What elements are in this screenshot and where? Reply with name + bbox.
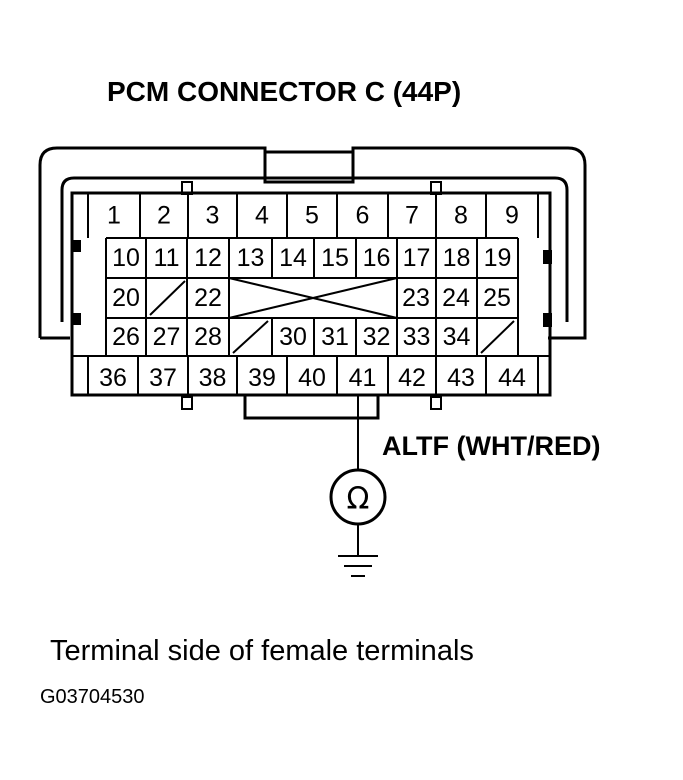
terminal-39: 39 xyxy=(248,364,276,392)
terminal-34: 34 xyxy=(443,323,471,351)
terminal-14: 14 xyxy=(279,244,307,272)
terminal-7: 7 xyxy=(405,202,419,230)
terminal-15: 15 xyxy=(321,244,349,272)
terminal-28: 28 xyxy=(194,323,222,351)
terminal-27: 27 xyxy=(153,323,181,351)
grid-line xyxy=(149,280,186,316)
terminal-3: 3 xyxy=(206,202,220,230)
terminal-13: 13 xyxy=(237,244,265,272)
caption: Terminal side of female terminals xyxy=(50,635,474,667)
terminal-20: 20 xyxy=(112,284,140,312)
terminal-40: 40 xyxy=(298,364,326,392)
terminal-19: 19 xyxy=(484,244,512,272)
terminal-5: 5 xyxy=(305,202,319,230)
terminal-17: 17 xyxy=(403,244,431,272)
terminal-30: 30 xyxy=(279,323,307,351)
terminal-38: 38 xyxy=(199,364,227,392)
grid-line xyxy=(480,320,515,354)
terminal-42: 42 xyxy=(398,364,426,392)
grid-line xyxy=(232,320,269,354)
terminal-33: 33 xyxy=(403,323,431,351)
terminal-22: 22 xyxy=(194,284,222,312)
terminal-32: 32 xyxy=(363,323,391,351)
terminal-24: 24 xyxy=(442,284,470,312)
terminal-37: 37 xyxy=(149,364,177,392)
terminal-43: 43 xyxy=(447,364,475,392)
terminal-18: 18 xyxy=(443,244,471,272)
terminal-9: 9 xyxy=(505,202,519,230)
terminal-grid xyxy=(72,193,550,395)
terminal-23: 23 xyxy=(402,284,430,312)
svg-text:Ω: Ω xyxy=(347,482,370,517)
terminal-6: 6 xyxy=(356,202,370,230)
ohmmeter-icon: Ω xyxy=(329,468,387,526)
terminal-12: 12 xyxy=(194,244,222,272)
terminal-44: 44 xyxy=(498,364,526,392)
terminal-41: 41 xyxy=(349,364,377,392)
terminal-25: 25 xyxy=(483,284,511,312)
ground-icon xyxy=(338,555,378,577)
diagram-title: PCM CONNECTOR C (44P) xyxy=(107,76,461,107)
terminal-36: 36 xyxy=(99,364,127,392)
terminal-2: 2 xyxy=(157,202,171,230)
connector-housing xyxy=(38,146,587,420)
terminal-31: 31 xyxy=(321,323,349,351)
terminal-1: 1 xyxy=(107,202,121,230)
terminal-11: 11 xyxy=(154,244,180,272)
terminal-16: 16 xyxy=(363,244,391,272)
figure-code: G03704530 xyxy=(40,686,145,708)
grid-line xyxy=(228,277,398,319)
terminal-10: 10 xyxy=(112,244,140,272)
terminal-4: 4 xyxy=(255,202,269,230)
terminal-8: 8 xyxy=(454,202,468,230)
wire-label: ALTF (WHT/RED) xyxy=(382,431,600,461)
terminal-26: 26 xyxy=(112,323,140,351)
